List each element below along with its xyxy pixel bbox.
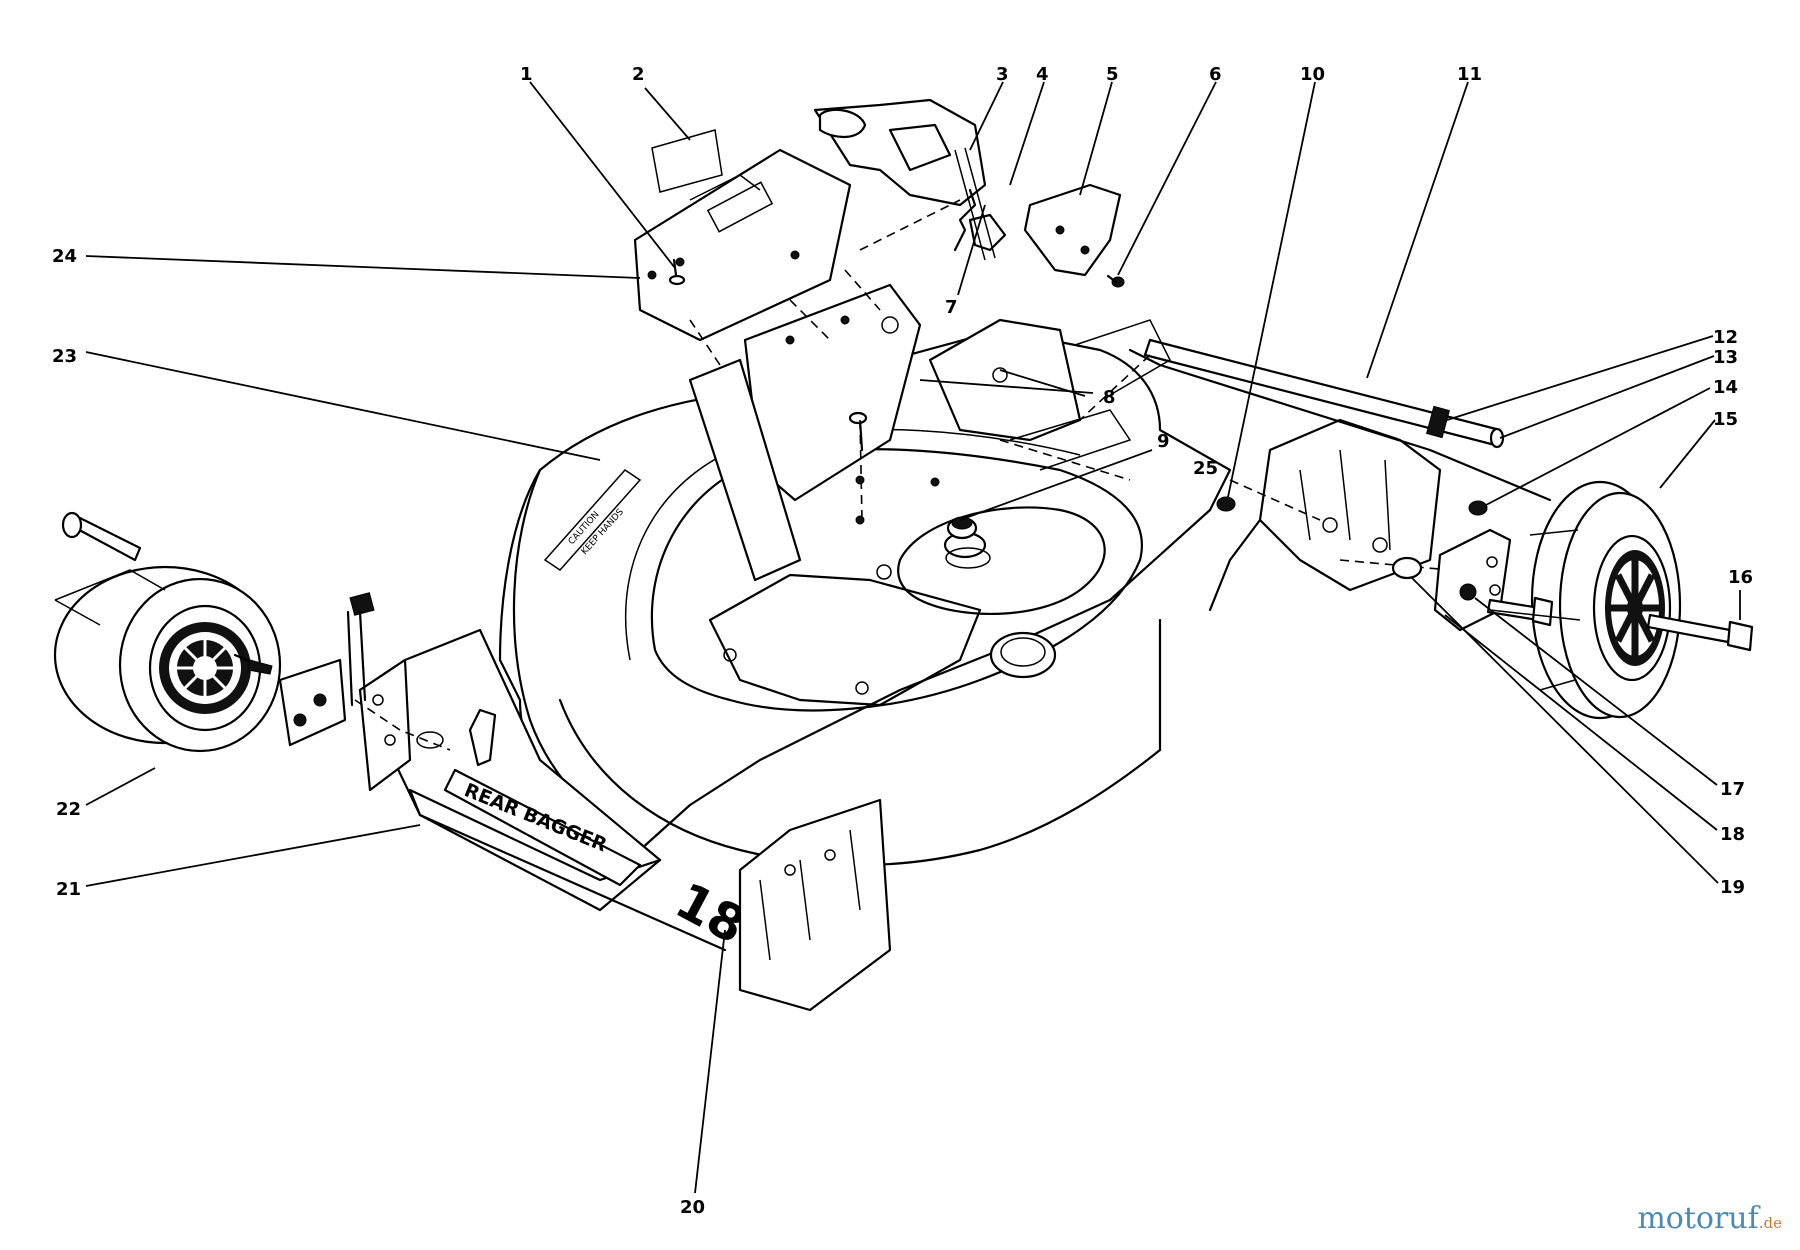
callout-13: 13 bbox=[1713, 347, 1738, 368]
control-bracket-assembly bbox=[633, 129, 1082, 582]
callout-12: 12 bbox=[1713, 327, 1738, 348]
watermark-brand: motoruf bbox=[1637, 1201, 1759, 1236]
watermark-suffix: .de bbox=[1758, 1214, 1782, 1232]
handle-bar bbox=[1128, 338, 1552, 502]
callout-7: 7 bbox=[945, 297, 958, 318]
nut-10 bbox=[1216, 496, 1236, 512]
callout-3: 3 bbox=[996, 64, 1009, 85]
callout-8: 8 bbox=[1103, 387, 1116, 408]
right-side-bracket bbox=[1208, 418, 1442, 612]
mower-deck-housing: CAUTION KEEP HANDS bbox=[498, 328, 1232, 867]
callout-21: 21 bbox=[56, 879, 81, 900]
callout-23: 23 bbox=[52, 346, 77, 367]
callout-22: 22 bbox=[56, 799, 81, 820]
shift-lever-assembly bbox=[813, 98, 1125, 288]
callout-14: 14 bbox=[1713, 377, 1738, 398]
callout-25: 25 bbox=[1193, 458, 1218, 479]
left-wheel-hub bbox=[159, 622, 251, 714]
nut-14 bbox=[1468, 500, 1488, 516]
deck-hardware bbox=[855, 475, 1488, 580]
callout-1: 1 bbox=[520, 64, 533, 85]
callout-2: 2 bbox=[632, 64, 645, 85]
callout-18: 18 bbox=[1720, 824, 1745, 845]
left-height-adjuster bbox=[278, 592, 497, 767]
callout-11: 11 bbox=[1457, 64, 1482, 85]
watermark-logo: motoruf.de bbox=[1637, 1201, 1782, 1236]
right-wheel bbox=[1529, 480, 1754, 720]
callout-10: 10 bbox=[1300, 64, 1325, 85]
callout-20: 20 bbox=[680, 1197, 705, 1218]
callout-5: 5 bbox=[1106, 64, 1119, 85]
right-wheel-hub bbox=[1605, 550, 1665, 666]
callout-24: 24 bbox=[52, 246, 77, 267]
callout-19: 19 bbox=[1720, 877, 1745, 898]
callout-16: 16 bbox=[1728, 567, 1753, 588]
decal-plate bbox=[651, 129, 723, 193]
left-wheel bbox=[53, 511, 282, 753]
callout-6: 6 bbox=[1209, 64, 1222, 85]
washer-19 bbox=[1391, 556, 1423, 580]
callout-9: 9 bbox=[1157, 431, 1170, 452]
callout-4: 4 bbox=[1036, 64, 1049, 85]
callout-labels: 1 2 3 4 5 6 7 8 9 10 11 12 13 14 15 16 1… bbox=[52, 64, 1753, 1218]
leader-lines bbox=[85, 81, 1741, 1194]
callout-17: 17 bbox=[1720, 779, 1745, 800]
callout-15: 15 bbox=[1713, 409, 1738, 430]
assembly-guide-lines bbox=[354, 199, 1451, 751]
